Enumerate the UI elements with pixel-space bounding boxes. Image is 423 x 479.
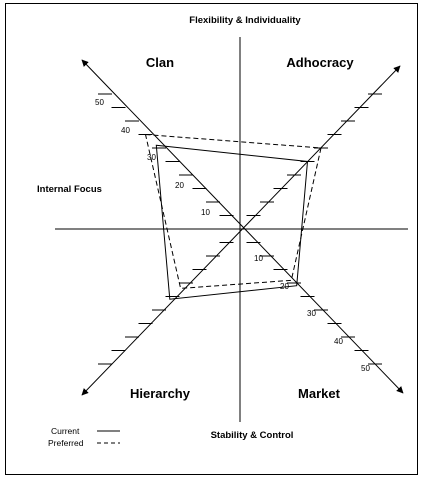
tick-label-clan-20: 20 bbox=[175, 181, 184, 190]
legend-label-current: Current bbox=[51, 426, 80, 436]
quadrant-label-market: Market bbox=[298, 386, 341, 401]
diagram-frame bbox=[5, 3, 418, 475]
tick-label-clan-50: 50 bbox=[95, 98, 104, 107]
axis-tick-marks bbox=[98, 93, 382, 365]
series-preferred-polygon bbox=[144, 133, 322, 289]
quadrant-label-clan: Clan bbox=[146, 55, 174, 70]
axis-label-left: Internal Focus bbox=[37, 184, 102, 195]
tick-label-clan-30: 30 bbox=[147, 153, 156, 162]
tick-label-clan-10: 10 bbox=[201, 208, 210, 217]
tick-label-clan-40: 40 bbox=[121, 126, 130, 135]
axis-label-bottom: Stability & Control bbox=[211, 430, 294, 441]
legend: Current Preferred bbox=[48, 426, 120, 448]
quadrant-label-hierarchy: Hierarchy bbox=[130, 386, 191, 401]
tick-label-market-40: 40 bbox=[334, 337, 343, 346]
tick-label-market-10: 10 bbox=[254, 254, 263, 263]
diagonal-axis-hierarchy-adhocracy bbox=[81, 65, 401, 396]
axis-label-top: Flexibility & Individuality bbox=[189, 15, 301, 26]
series-current-polygon bbox=[155, 144, 309, 300]
diagonal-axis-clan-market bbox=[81, 59, 404, 394]
quadrant-label-adhocracy: Adhocracy bbox=[286, 55, 354, 70]
tick-label-market-50: 50 bbox=[361, 364, 370, 373]
legend-label-preferred: Preferred bbox=[48, 438, 84, 448]
tick-label-market-30: 30 bbox=[307, 309, 316, 318]
